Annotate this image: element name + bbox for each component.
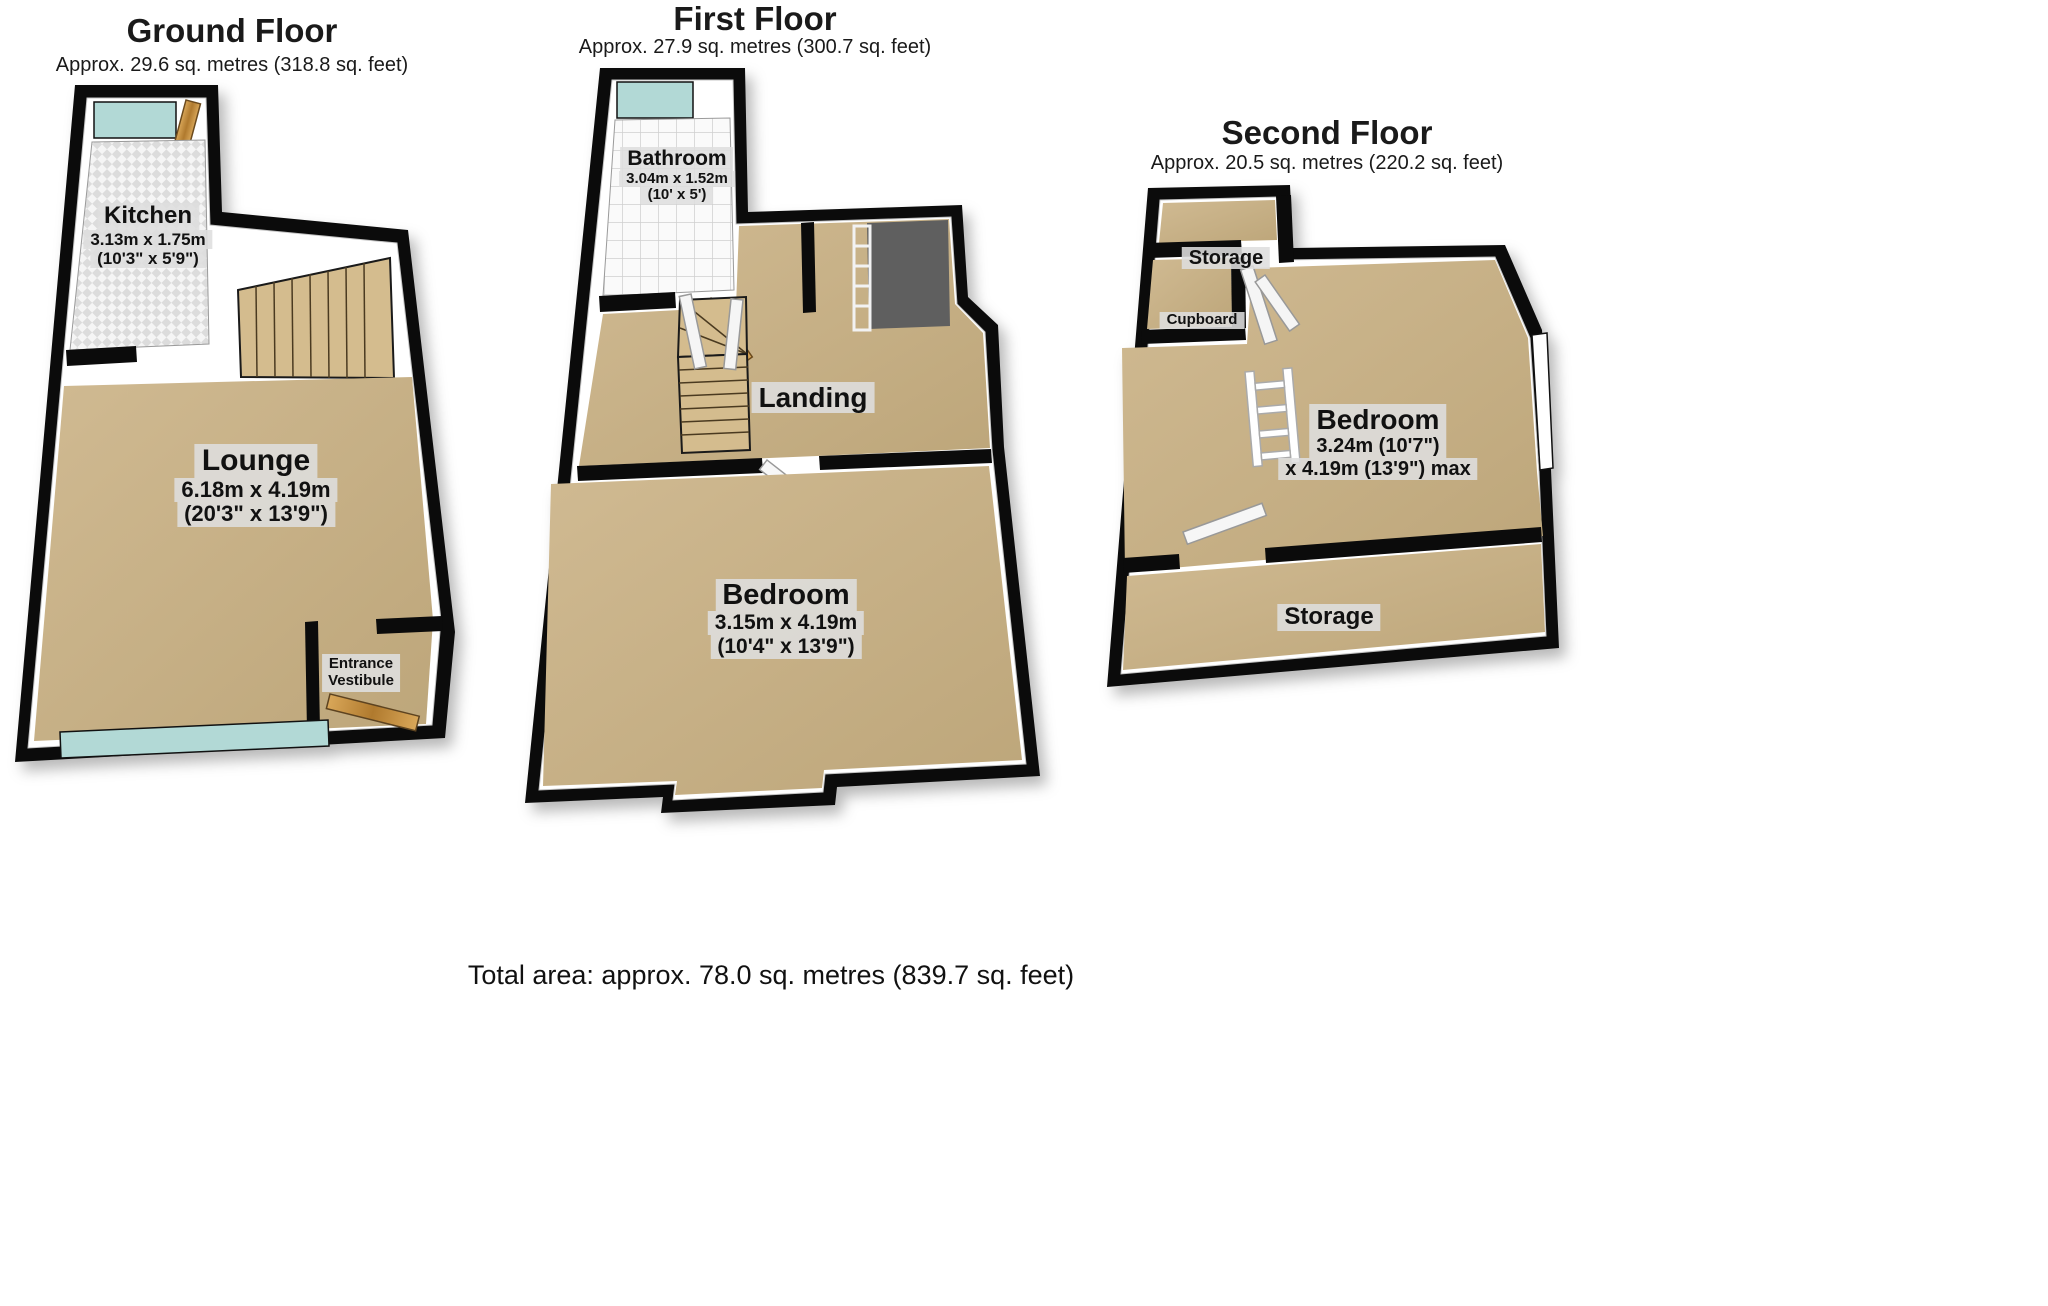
lounge-label: Lounge 6.18m x 4.19m (20'3" x 13'9") (174, 444, 338, 527)
first-floor-title: First Floor (673, 0, 837, 37)
second-floor-subtitle: Approx. 20.5 sq. metres (220.2 sq. feet) (1150, 152, 1504, 174)
kitchen-dim-imperial: (10'3" x 5'9") (90, 248, 206, 268)
bathroom-label: Bathroom 3.04m x 1.52m (10' x 5') (619, 147, 735, 205)
cupboard-floor (1147, 258, 1232, 329)
kitchen-name: Kitchen (96, 202, 199, 230)
first-floor-subtitle: Approx. 27.9 sq. metres (300.7 sq. feet) (578, 36, 932, 58)
second-bedroom-dim-line1: 3.24m (10'7") (1309, 435, 1447, 458)
lounge-floor (34, 377, 433, 741)
closet-back-panel (867, 220, 950, 329)
lounge-window-glass (59, 719, 330, 759)
landing-label: Landing (751, 382, 875, 414)
storage-bottom-label: Storage (1277, 603, 1381, 631)
vestibule-label: Entrance Vestibule (322, 654, 400, 692)
storage-top-name: Storage (1181, 247, 1271, 270)
ground-floor-title: Ground Floor (126, 12, 338, 49)
lounge-name: Lounge (194, 444, 318, 478)
kitchen-dim-metric: 3.13m x 1.75m (83, 229, 213, 249)
storage-bottom-name: Storage (1277, 603, 1381, 631)
landing-door-2 (722, 297, 744, 371)
cupboard-wall-bottom (1141, 326, 1246, 344)
vestibule-wall-vertical (305, 621, 320, 731)
lounge-dim-imperial: (20'3" x 13'9") (177, 502, 335, 527)
bathroom-dim-imperial: (10' x 5') (640, 187, 714, 205)
staircase (236, 256, 396, 380)
first-bedroom-name: Bedroom (715, 579, 857, 612)
front-door (325, 693, 421, 732)
storage-divider-wall-right (1265, 527, 1542, 563)
first-bedroom-label: Bedroom 3.15m x 4.19m (10'4" x 13'9") (707, 579, 865, 659)
bedroom-wall-left (577, 458, 763, 481)
second-bedroom-dim-line2: x 4.19m (13'9") max (1278, 457, 1478, 481)
storage-top-floor (1159, 200, 1277, 243)
bedroom-door-2 (1254, 273, 1301, 333)
bedroom-wall-right (819, 449, 992, 470)
stair-banister (1244, 367, 1301, 468)
cupboard-name: Cupboard (1159, 311, 1245, 329)
landing-name: Landing (751, 382, 875, 414)
vestibule-wall-horizontal (376, 616, 443, 634)
closet-wall (801, 222, 816, 313)
second-bedroom-label: Bedroom 3.24m (10'7") x 4.19m (13'9") ma… (1278, 404, 1478, 481)
kitchen-window-glass (93, 101, 177, 139)
storage-partition-wall (1276, 195, 1294, 263)
first-bedroom-dim-imperial: (10'4" x 13'9") (710, 634, 862, 659)
bathroom-window-glass (616, 81, 694, 119)
first-bedroom-dim-metric: 3.15m x 4.19m (707, 611, 865, 635)
cupboard-label: Cupboard (1159, 311, 1245, 329)
storage-divider-wall-left (1123, 554, 1180, 573)
lounge-dim-metric: 6.18m x 4.19m (174, 477, 338, 503)
storage-top-label: Storage (1181, 247, 1271, 270)
total-area-text: Total area: approx. 78.0 sq. metres (839… (467, 960, 1075, 990)
second-bedroom-name: Bedroom (1309, 404, 1447, 436)
bathroom-dim-metric: 3.04m x 1.52m (619, 170, 735, 188)
kitchen-label: Kitchen 3.13m x 1.75m (10'3" x 5'9") (83, 202, 213, 268)
ground-floor-subtitle: Approx. 29.6 sq. metres (318.8 sq. feet) (55, 54, 409, 76)
bedroom-window-opening (1531, 332, 1554, 471)
second-floor-title: Second Floor (1221, 114, 1433, 151)
landing-door-1 (678, 293, 708, 370)
kitchen-lounge-wall (66, 346, 137, 366)
first-floor-plan (525, 68, 1040, 813)
vestibule-line2: Vestibule (328, 671, 394, 689)
storage-door (1182, 502, 1268, 546)
bathroom-name: Bathroom (620, 147, 734, 171)
bathroom-wall (599, 292, 676, 312)
towel-radiator (852, 224, 872, 332)
vestibule-line1: Entrance (328, 655, 394, 672)
bathroom-floor (602, 117, 735, 297)
